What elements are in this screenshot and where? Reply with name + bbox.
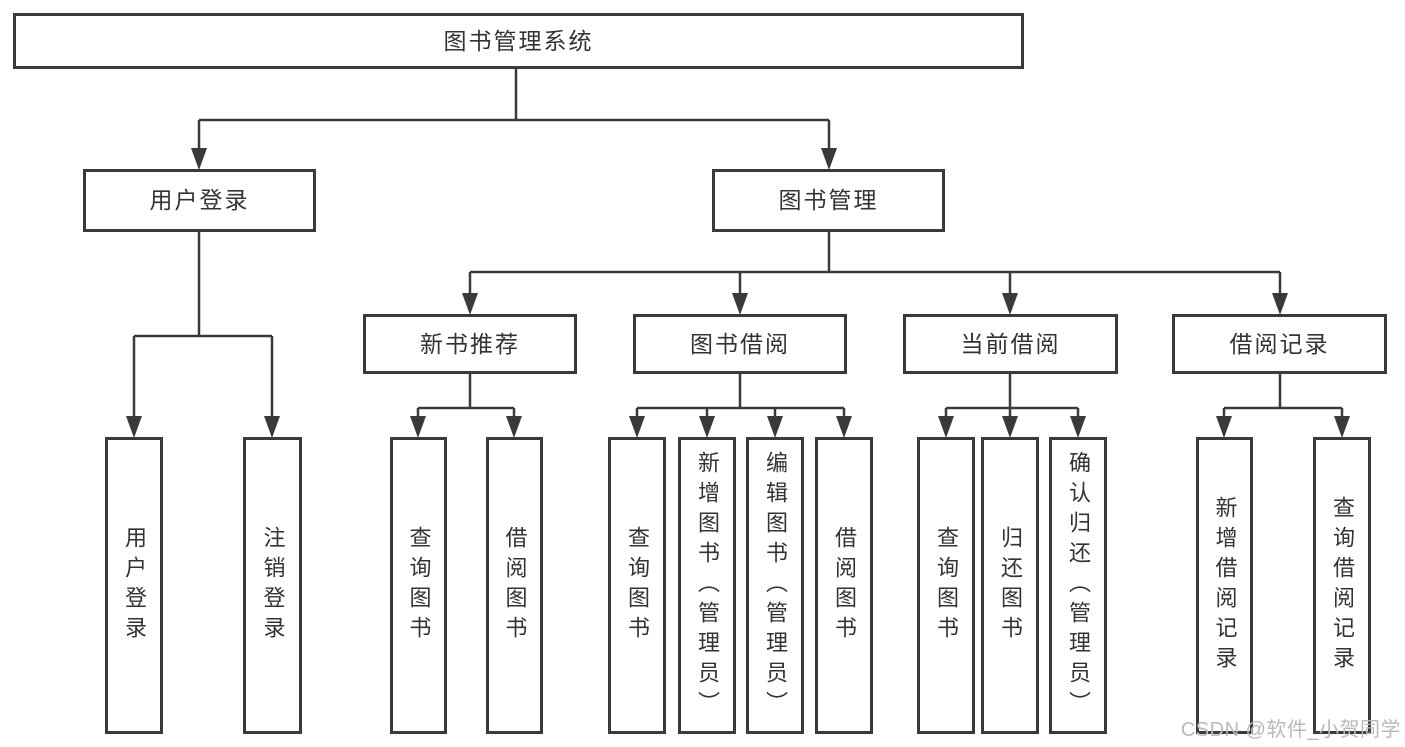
leaf-query-books-borrow: 查询图书 xyxy=(608,437,666,734)
leaf-confirm-return-admin: 确认归还（管理员） xyxy=(1049,437,1107,734)
leaf-query-borrow-record: 查询借阅记录 xyxy=(1313,437,1371,734)
node-library-management-system: 图书管理系统 xyxy=(13,13,1024,69)
leaf-add-book-admin: 新增图书（管理员） xyxy=(678,437,736,734)
leaf-borrow-books-recommend: 借阅图书 xyxy=(486,437,543,734)
leaf-logout: 注销登录 xyxy=(243,437,302,734)
leaf-add-borrow-record: 新增借阅记录 xyxy=(1196,437,1253,734)
leaf-edit-book-admin: 编辑图书（管理员） xyxy=(746,437,804,734)
leaf-query-books-current: 查询图书 xyxy=(917,437,975,734)
node-current-borrow: 当前借阅 xyxy=(903,314,1118,374)
leaf-borrow-books: 借阅图书 xyxy=(815,437,873,734)
leaf-return-books: 归还图书 xyxy=(981,437,1039,734)
node-book-management: 图书管理 xyxy=(712,169,945,232)
node-new-book-recommend: 新书推荐 xyxy=(363,314,577,374)
watermark: CSDN @软件_小贺同学 xyxy=(1180,719,1401,741)
leaf-query-books-recommend: 查询图书 xyxy=(390,437,447,734)
node-book-borrow: 图书借阅 xyxy=(633,314,847,374)
node-user-login: 用户登录 xyxy=(83,169,316,232)
leaf-user-login: 用户登录 xyxy=(105,437,163,734)
node-borrow-records: 借阅记录 xyxy=(1172,314,1387,374)
